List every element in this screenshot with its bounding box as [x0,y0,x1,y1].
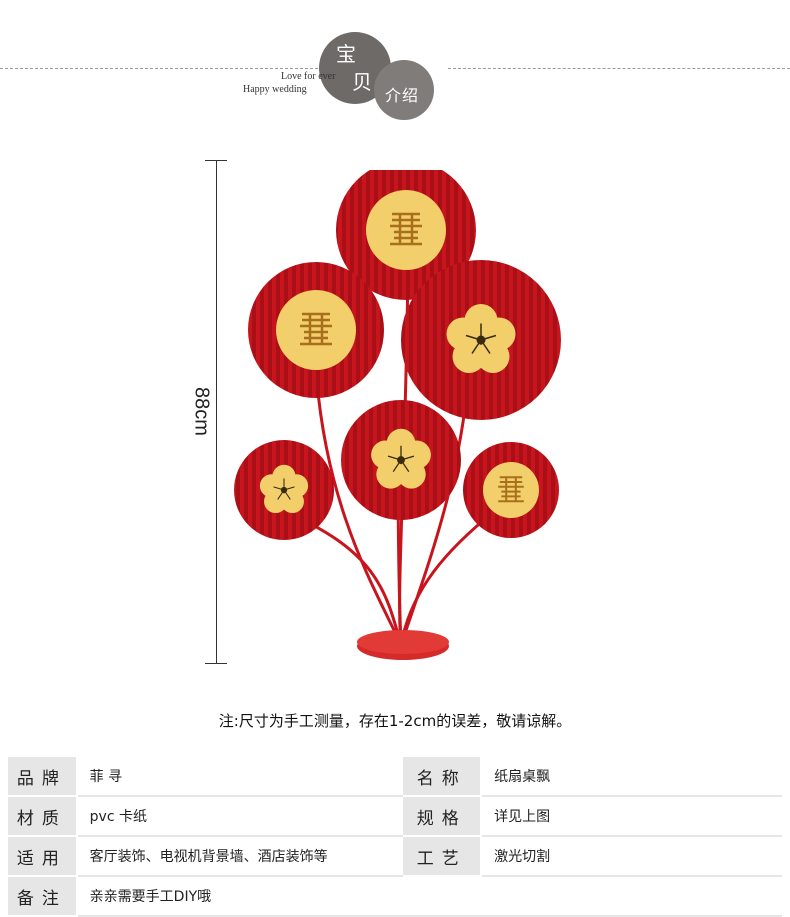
spec-label: 备注 [8,877,78,917]
header-circle-small [374,60,434,120]
spec-row: 适用 客厅装饰、电视机背景墙、酒店装饰等 工艺 激光切割 [8,837,782,877]
spec-value: 菲 寻 [77,757,404,797]
header-title-char-2: 贝 [352,70,372,94]
fan-middle-left [248,262,384,398]
spec-label: 材质 [8,797,78,837]
spec-label: 名称 [403,757,483,797]
spec-value: pvc 卡纸 [77,797,404,837]
height-dimension-line [216,160,217,664]
product-image [234,170,561,660]
spec-row: 品牌 菲 寻 名称 纸扇桌飘 [8,757,782,797]
spec-table: 品牌 菲 寻 名称 纸扇桌飘 材质 pvc 卡纸 规格 详见上图 适用 客厅装饰… [8,757,782,917]
spec-value: 亲亲需要手工DIY哦 [77,877,782,917]
height-dimension-cap-top [205,160,227,161]
spec-label: 品牌 [8,757,78,797]
height-dimension-label: 88cm [190,387,213,436]
header-divider-right [448,68,790,69]
fan-lower-left [234,440,334,540]
section-header: 宝 贝 介绍 Love for ever Happy wedding [0,0,790,130]
fan-middle-right [401,260,561,420]
spec-value: 详见上图 [482,797,782,837]
header-divider-left [0,68,318,69]
spec-label: 规格 [403,797,483,837]
height-dimension-cap-bottom [205,663,227,664]
spec-row: 备注 亲亲需要手工DIY哦 [8,877,782,917]
header-slogan-1: Love for ever [281,71,336,82]
measurement-note: 注:尺寸为手工测量，存在1-2cm的误差，敬请谅解。 [218,712,572,730]
spec-value: 激光切割 [482,837,782,877]
spec-value: 纸扇桌飘 [482,757,782,797]
spec-row: 材质 pvc 卡纸 规格 详见上图 [8,797,782,837]
spec-value: 客厅装饰、电视机背景墙、酒店装饰等 [77,837,404,877]
fan-top [336,170,476,300]
header-subtitle: 介绍 [385,86,420,105]
spec-label: 适用 [8,837,78,877]
fan-lower-right [463,442,559,538]
spec-label: 工艺 [403,837,483,877]
fan-lower-center [341,400,461,520]
header-slogan-2: Happy wedding [243,84,307,95]
header-title-char-1: 宝 [336,42,356,66]
